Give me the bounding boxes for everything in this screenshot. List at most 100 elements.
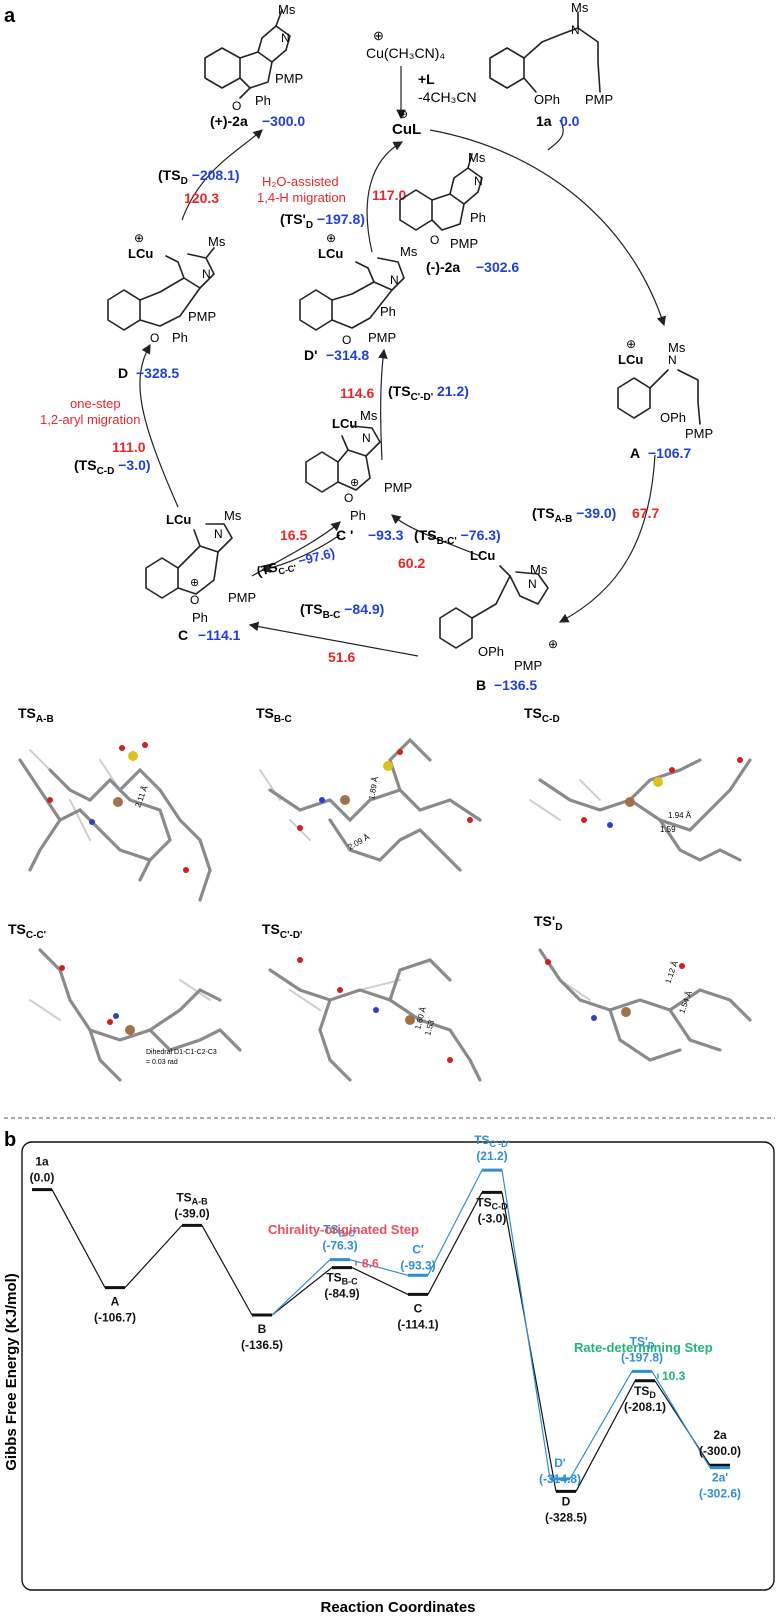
- ts-bc-label: (TSB-C −84.9): [300, 601, 384, 621]
- svg-text:N: N: [474, 174, 483, 188]
- molecule-2a-plus: Ms N O PMP Ph: [204, 2, 303, 113]
- svg-text:⊕: ⊕: [548, 637, 558, 651]
- plot-frame: [21, 1141, 775, 1591]
- svg-text:OPh: OPh: [660, 410, 686, 425]
- point-name: 2a: [713, 1428, 727, 1442]
- energy-labels: 1a(0.0)A(-106.7)TSA-B(-39.0)B(-136.5)TSB…: [30, 1133, 741, 1524]
- ts-ccp-barrier: 16.5: [280, 527, 307, 543]
- svg-text:N: N: [202, 267, 211, 281]
- svg-text:Ph: Ph: [255, 93, 271, 108]
- svg-text:OPh: OPh: [478, 644, 504, 659]
- svg-text:Ph: Ph: [470, 210, 486, 225]
- molecule-1a: Ms N OPh PMP: [489, 0, 613, 107]
- svg-text:Ms: Ms: [668, 340, 686, 355]
- point-name: 1a: [35, 1155, 49, 1169]
- model-ts-cd: 1.94 Å 1.59: [529, 757, 752, 862]
- point-name: C': [412, 1242, 424, 1256]
- svg-text:LCu: LCu: [166, 512, 191, 527]
- svg-text:OPh: OPh: [534, 92, 560, 107]
- ts-bcp-barrier: 60.2: [398, 555, 425, 571]
- point-value: (-114.1): [397, 1317, 438, 1331]
- point-value: (-300.0): [699, 1444, 741, 1458]
- ts-bc-barrier: 51.6: [328, 649, 355, 665]
- value-Cprime: −93.3: [368, 527, 404, 543]
- x-axis-label: Reaction Coordinates: [320, 1599, 475, 1616]
- panel-b-label: b: [4, 1129, 16, 1151]
- structure-label: TSC-C': [8, 921, 46, 941]
- ts-ab-label: (TSA-B −39.0): [532, 505, 616, 525]
- molecule-A: ⊕ LCu Ms N OPh PMP: [617, 337, 713, 441]
- label-A: A: [630, 445, 640, 461]
- label-D: D: [118, 365, 128, 381]
- point-value: (0.0): [30, 1171, 55, 1185]
- ts-ccp-label: (TSC-C' −97.6): [255, 545, 337, 582]
- bond-length: 1.59: [660, 825, 676, 834]
- svg-text:O: O: [190, 593, 199, 607]
- svg-text:LCu: LCu: [470, 548, 495, 563]
- svg-text:LCu: LCu: [618, 352, 643, 367]
- onestep-line1: one-step: [70, 396, 121, 411]
- model-ts-ccp: Dihedral D1-C1-C2-C3 = 0.03 rad: [29, 948, 242, 1082]
- h2o-line1: H₂O-assisted: [262, 174, 339, 189]
- point-name: B: [258, 1322, 267, 1336]
- point-name: C: [414, 1301, 423, 1315]
- ts-d-barrier: 120.3: [184, 190, 219, 206]
- point-name: TSC-D: [476, 1195, 508, 1211]
- ts-dp-label: (TS'D −197.8): [280, 211, 365, 231]
- point-name: TS'D: [630, 1334, 655, 1350]
- svg-text:⊕: ⊕: [326, 231, 336, 245]
- computed-structures: TSA-B TSB-C TSC-D TSC-C' TSC'-D' TS'D 2.…: [8, 705, 752, 1082]
- svg-text:Ms: Ms: [360, 408, 378, 423]
- minus-acetonitrile: -4CH₃CN: [418, 89, 477, 105]
- label-C: C: [178, 627, 188, 643]
- series-connector-blue: [271, 1169, 711, 1480]
- point-value: (-84.9): [324, 1287, 359, 1301]
- bond-length: 1.94 Å: [668, 811, 692, 820]
- value-B: −136.5: [494, 677, 537, 693]
- dihedral-note: = 0.03 rad: [146, 1059, 178, 1066]
- svg-text:Ph: Ph: [192, 610, 208, 625]
- bond-length: 1.89 Å: [367, 775, 380, 800]
- y-axis-label: Gibbs Free Energy (KJ/mol): [3, 1273, 20, 1471]
- point-name: TSB-C: [326, 1271, 358, 1287]
- ts-ab-barrier: 67.7: [632, 505, 659, 521]
- ts-cpdp-barrier: 114.6: [340, 385, 374, 401]
- cu-source-plus: ⊕: [373, 28, 384, 43]
- svg-text:Ms: Ms: [400, 244, 418, 259]
- svg-text:Ms: Ms: [571, 0, 589, 15]
- svg-text:O: O: [430, 233, 439, 247]
- label-Dprime: D': [304, 347, 317, 363]
- svg-text:O: O: [150, 331, 159, 345]
- svg-text:N: N: [571, 23, 580, 37]
- svg-text:⊕: ⊕: [134, 231, 144, 245]
- label-B: B: [476, 677, 486, 693]
- point-value: (-39.0): [174, 1206, 209, 1220]
- svg-text:⊕: ⊕: [190, 577, 199, 589]
- ts-dp-barrier: 117.0: [372, 187, 406, 203]
- point-name: TSA-B: [176, 1190, 208, 1206]
- point-name: TSC'-D': [474, 1133, 510, 1149]
- model-ts-bc: 1.89 Å 2.09 Å: [259, 737, 482, 872]
- ts-cd-barrier: 111.0: [112, 439, 146, 455]
- bond-length: 1.12 Å: [663, 959, 680, 984]
- label-2a-plus: (+)-2a: [210, 113, 248, 129]
- structure-label: TSA-B: [18, 705, 54, 725]
- value-1a: 0.0: [560, 113, 580, 129]
- svg-text:Ph: Ph: [350, 508, 366, 523]
- value-C: −114.1: [198, 627, 241, 643]
- ts-d-label: (TSD −208.1): [158, 167, 240, 187]
- rds-gap-value: 10.3: [662, 1369, 686, 1383]
- ts-cd-label: (TSC-D −3.0): [74, 457, 151, 477]
- svg-text:N: N: [390, 273, 399, 287]
- value-A: −106.7: [648, 445, 691, 461]
- molecule-2a-minus: Ms N O Ph PMP: [399, 150, 486, 251]
- svg-text:LCu: LCu: [332, 416, 357, 431]
- svg-text:LCu: LCu: [128, 246, 153, 261]
- ts-cpdp-label: (TSC'-D' 21.2): [388, 383, 469, 403]
- bond-length: 1.53: [423, 1019, 436, 1037]
- point-value: (21.2): [476, 1149, 507, 1163]
- structure-label: TSC-D: [524, 705, 560, 725]
- point-name: D': [554, 1456, 566, 1470]
- point-name: TSB-C': [323, 1223, 356, 1239]
